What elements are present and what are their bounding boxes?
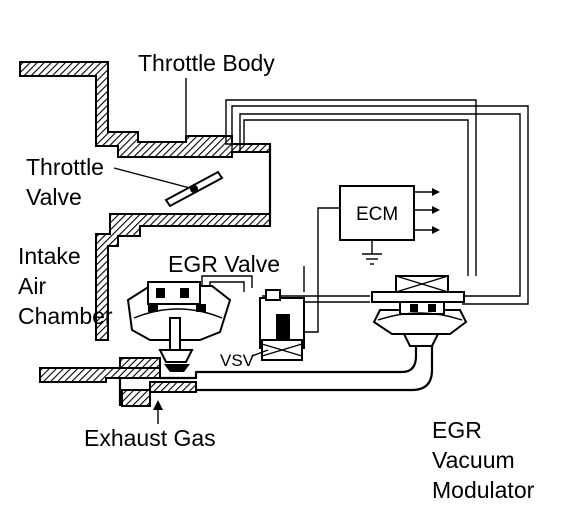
label-intake-line2: Air: [18, 273, 46, 299]
vsv-solenoid: [259, 289, 305, 361]
ecm-unit: [304, 185, 440, 333]
throttle-valve: [164, 170, 224, 208]
exhaust-passage-wall: [39, 357, 197, 407]
label-modulator-line3: Modulator: [432, 477, 535, 503]
label-ecm: ECM: [356, 204, 398, 225]
label-egr-valve: EGR Valve: [168, 251, 280, 277]
egr-vacuum-modulator: [371, 275, 468, 347]
exhaust-gas-arrow: [153, 400, 163, 424]
label-vsv: VSV: [220, 351, 255, 370]
vacuum-lines: [201, 99, 529, 305]
label-throttle-valve-line2: Valve: [26, 184, 82, 210]
intake-chamber-wall: [95, 213, 271, 341]
label-modulator-line2: Vacuum: [432, 447, 515, 473]
leader-lines: [113, 78, 305, 357]
label-exhaust-gas: Exhaust Gas: [84, 425, 216, 451]
label-throttle-valve-line1: Throttle: [26, 154, 104, 180]
label-throttle-body: Throttle Body: [138, 50, 275, 76]
label-intake-line3: Chamber: [18, 303, 113, 329]
label-modulator-line1: EGR: [432, 417, 482, 443]
label-intake-line1: Intake: [18, 243, 81, 269]
egr-valve: [126, 281, 232, 372]
exhaust-pipe: [118, 338, 434, 406]
